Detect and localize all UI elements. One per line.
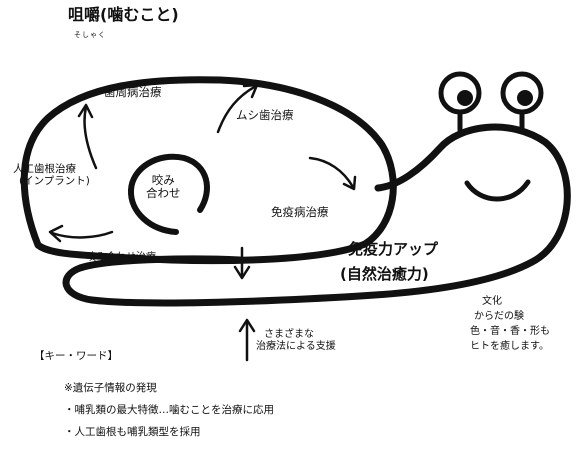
keyword-item-2: ・哺乳類の最大特徴…噛むことを治療に応用 (64, 404, 274, 416)
label-natural-healing: (自然治癒力) (340, 265, 429, 283)
label-culture: 文化 からだの験 色・音・香・形も ヒトを癒します。 (470, 294, 550, 354)
label-kamiawase-line1: 咬み (151, 173, 175, 187)
label-immune-disease: 免疫病治療 (271, 205, 329, 219)
arrow-to-immune (308, 156, 355, 189)
label-occlusion: 咬み合わせ治療 (86, 252, 156, 263)
eye-left (438, 71, 482, 115)
title-ruby: そしゃく (74, 31, 106, 39)
snail-body (62, 123, 571, 307)
label-implant: 人工歯根治療 (インプラント) (13, 163, 90, 187)
label-periodontal: 歯周病治療 (104, 85, 162, 99)
diagram-title: 咀嚼(噛むこと) (68, 5, 179, 24)
label-immunity-up: 免疫力アップ (348, 240, 439, 258)
label-culture-line1: 文化 (482, 296, 502, 307)
arrow-to-implant (50, 230, 114, 239)
label-support-line2: 治療法による支援 (256, 340, 336, 352)
label-support: さまざまな 治療法による支援 (256, 329, 336, 352)
label-culture-line2: からだの験 (474, 311, 524, 322)
label-support-line1: さまざまな (264, 329, 314, 340)
shell-spiral (128, 153, 210, 235)
label-kamiawase: 咬み 合わせ (146, 173, 181, 201)
arrow-to-caries (216, 84, 258, 134)
label-culture-line3: 色・音・香・形も (470, 326, 550, 337)
label-implant-line2: (インプラント) (19, 175, 90, 188)
label-implant-line1: 人工歯根治療 (13, 163, 76, 175)
eye-right (500, 71, 544, 115)
label-culture-line4: ヒトを癒します。 (470, 341, 549, 352)
keyword-item-1: ※遺伝子情報の発現 (64, 382, 157, 394)
smile (464, 179, 531, 202)
arrow-to-periodontal (83, 105, 98, 170)
label-kamiawase-line2: 合わせ (146, 186, 181, 201)
keywords-heading: 【キー・ワード】 (34, 350, 118, 362)
keyword-item-3: ・人工歯根も哺乳類型を採用 (64, 426, 201, 438)
label-caries: ムシ歯治療 (236, 108, 294, 122)
